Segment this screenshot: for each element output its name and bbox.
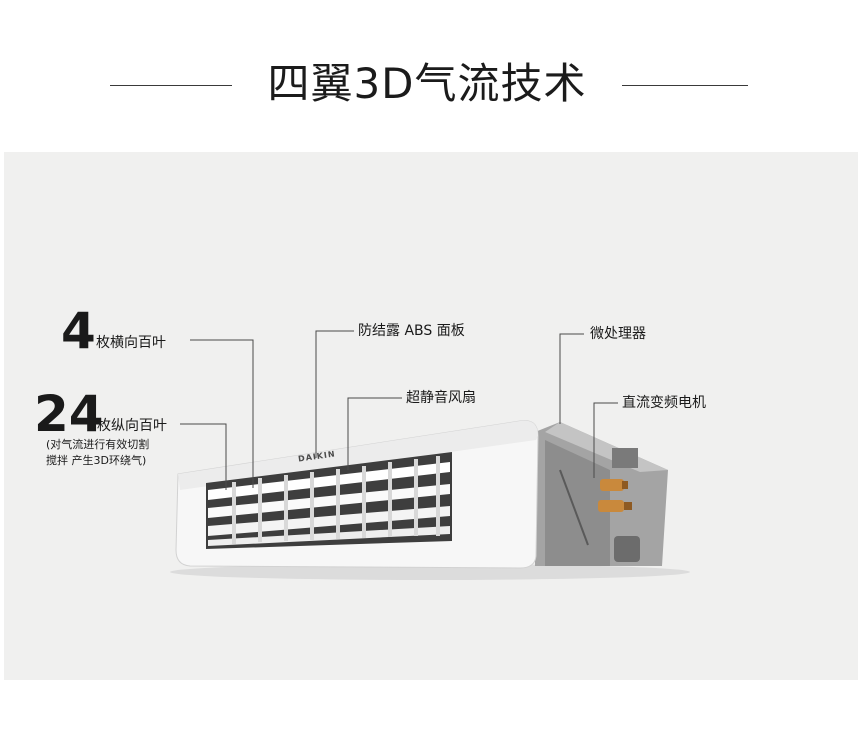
vertical-blade-note-line2: 搅拌 产生3D环绕气): [46, 454, 147, 467]
leader-vertical-blades: [180, 423, 227, 490]
vertical-blade-count: 24: [34, 385, 104, 443]
vertical-blade-note-line1: (对气流进行有效切割: [46, 438, 150, 451]
processor-callout-label: 微处理器: [590, 326, 646, 342]
leader-motor: [593, 402, 618, 478]
copper-fitting-upper: [600, 479, 624, 491]
leader-fan: [347, 397, 402, 470]
motor-housing: [612, 448, 638, 468]
leader-panel: [315, 330, 354, 458]
copper-fitting-lower-nut: [624, 502, 632, 510]
page-title: 四翼3D气流技术: [267, 59, 587, 108]
vertical-blades: [232, 456, 440, 544]
panel-callout-label: 防结露 ABS 面板: [358, 323, 465, 339]
horizontal-blade-label: 枚横向百叶: [96, 335, 166, 351]
product-panel: [4, 152, 858, 680]
copper-fitting-lower: [598, 500, 624, 512]
unit-shadow: [170, 564, 690, 580]
title-divider-right: [622, 85, 748, 86]
leader-horizontal-blades: [190, 339, 254, 488]
title-divider-left: [110, 85, 232, 86]
motor-callout-label: 直流变频电机: [622, 395, 706, 411]
copper-fitting-upper-nut: [622, 481, 628, 489]
fan-callout-label: 超静音风扇: [406, 390, 476, 406]
drain-port: [614, 536, 640, 562]
side-pipe: [559, 469, 589, 546]
front-panel-top-bevel: [178, 420, 538, 490]
leader-processor: [559, 333, 584, 424]
horizontal-blade-count: 4: [61, 302, 96, 360]
vertical-blade-label: 枚纵向百叶: [97, 418, 167, 434]
